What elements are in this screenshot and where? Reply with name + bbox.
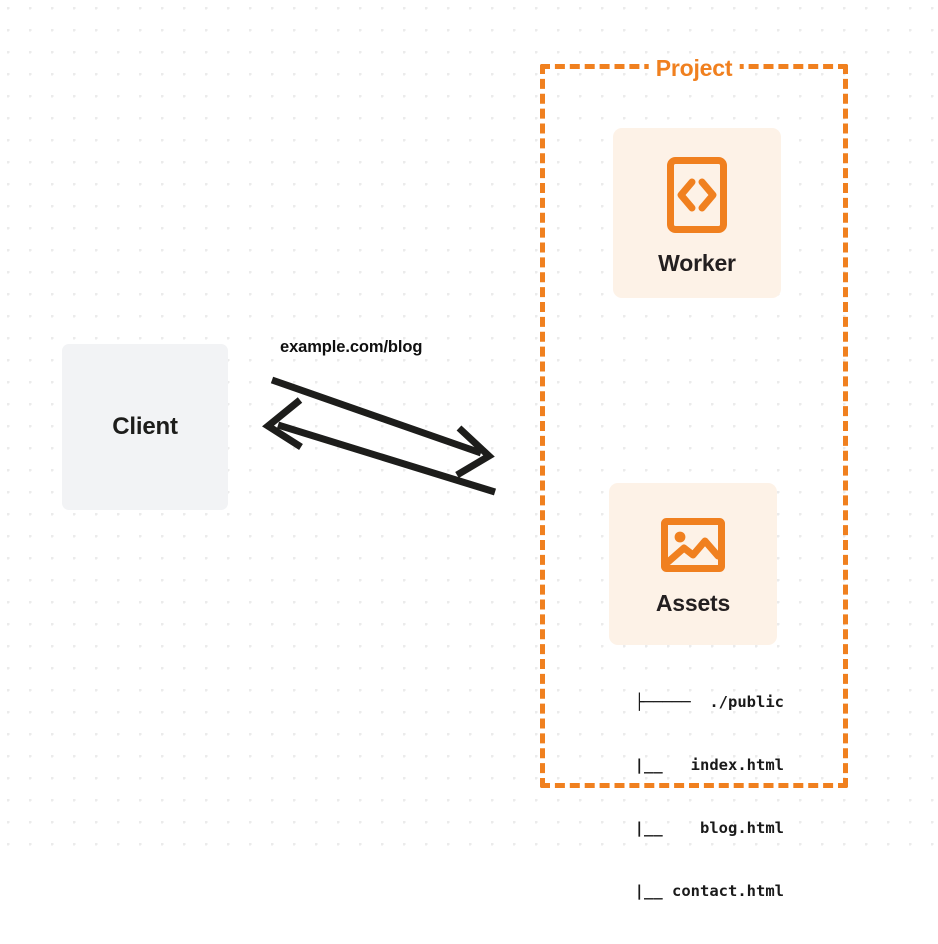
request-arrow [270,376,495,479]
project-group-title: Project [648,55,740,81]
client-label: Client [112,413,178,440]
assets-card[interactable]: Assets [609,483,777,645]
worker-card-label: Worker [658,249,736,276]
request-url-label: example.com/blog [280,338,423,356]
diagram-canvas: Client example.com/blog Project Worker [0,0,938,900]
asset-file-tree: ├───── ./public |__ index.html |__ blog.… [560,650,784,944]
image-icon [660,516,726,574]
project-group-boundary: Project [540,55,848,788]
worker-card[interactable]: Worker [613,128,781,298]
file-tree-row: |__ contact.html [578,882,784,900]
client-node[interactable]: Client [62,344,228,510]
file-tree-row: |__ blog.html [578,819,784,837]
code-brackets-icon [666,156,728,234]
response-arrow [262,397,497,496]
file-tree-row: |__ index.html [578,756,784,774]
assets-card-label: Assets [655,589,731,616]
file-tree-row: ├───── ./public [634,693,784,711]
